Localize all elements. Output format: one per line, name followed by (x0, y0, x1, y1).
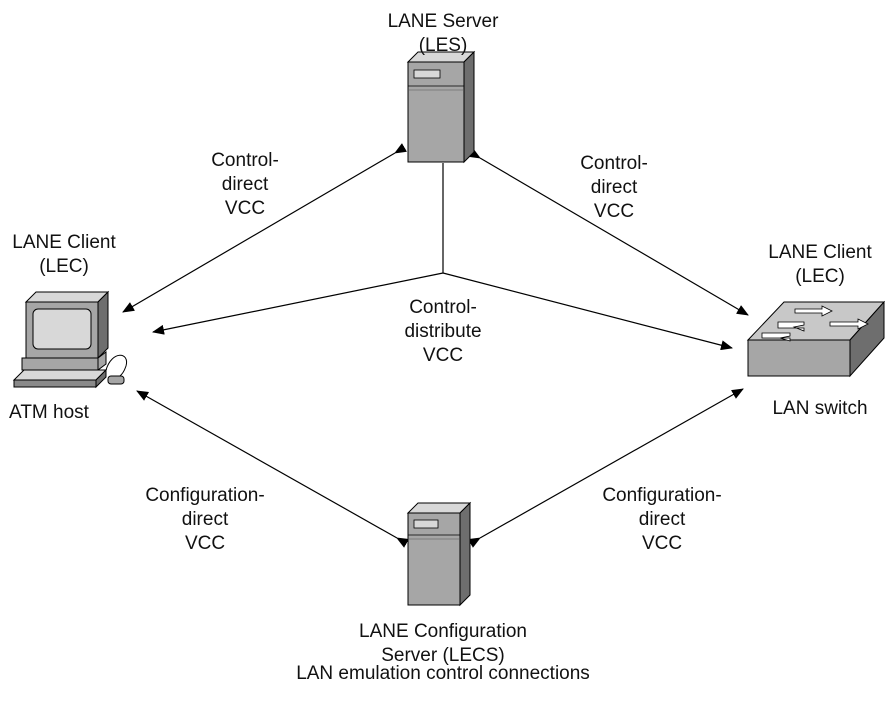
control-distribute-line2: distribute (404, 321, 482, 342)
config-direct-right-label: Configuration- direct VCC (602, 484, 721, 556)
control-distribute-line1: Control- (409, 297, 477, 318)
control-distribute-label: Control- distribute VCC (404, 296, 481, 368)
control-direct-left-label: Control- direct VCC (211, 149, 279, 221)
control-direct-right-line2: direct (590, 177, 638, 198)
lec-switch-label-line1: LANE Client (768, 242, 872, 263)
config-direct-right-line3: VCC (641, 533, 683, 554)
config-direct-right-line2: direct (638, 509, 686, 530)
control-direct-left-line3: VCC (224, 198, 266, 219)
lecs-server-icon (406, 501, 472, 607)
control-direct-left-line2: direct (221, 174, 269, 195)
control-distribute-line3: VCC (422, 345, 464, 366)
diagram-caption: LAN emulation control connections (296, 663, 590, 684)
atm-host-label: ATM host (9, 402, 89, 423)
lec-host-label-line1: LANE Client (12, 232, 116, 253)
atm-host-computer-icon (12, 290, 128, 389)
lan-switch-icon (746, 300, 886, 378)
control-direct-left-line1: Control- (211, 150, 279, 171)
lec-switch-label: LANE Client (LEC) (768, 241, 872, 289)
control-distribute-right-arrow (442, 272, 733, 351)
lecs-label: LANE Configuration Server (LECS) (359, 620, 527, 668)
config-direct-right-line1: Configuration- (602, 485, 722, 506)
control-direct-right-line1: Control- (580, 153, 648, 174)
config-direct-left-line1: Configuration- (145, 485, 265, 506)
lan-switch-label: LAN switch (772, 398, 868, 419)
config-direct-left-line2: direct (181, 509, 229, 530)
control-direct-right-arrow (467, 148, 749, 316)
lec-host-label: LANE Client (LEC) (12, 231, 116, 279)
les-server-icon (406, 50, 476, 164)
control-direct-left-arrow (122, 143, 408, 313)
config-direct-left-arrow (136, 390, 410, 548)
les-label-line1: LANE Server (387, 11, 499, 32)
les-label-line2: (LES) (418, 35, 468, 56)
lec-host-label-line2: (LEC) (39, 256, 89, 277)
control-distribute-left-arrow (152, 272, 444, 335)
lec-switch-label-line2: (LEC) (795, 266, 845, 287)
control-direct-right-line3: VCC (593, 201, 635, 222)
lecs-label-line1: LANE Configuration (359, 621, 527, 642)
control-direct-right-label: Control- direct VCC (580, 152, 648, 224)
config-direct-left-label: Configuration- direct VCC (145, 484, 264, 556)
lecs-label-line2: Server (LECS) (381, 645, 505, 666)
config-direct-left-line3: VCC (184, 533, 226, 554)
config-direct-right-arrow (467, 388, 744, 548)
les-label: LANE Server (LES) (388, 10, 499, 58)
